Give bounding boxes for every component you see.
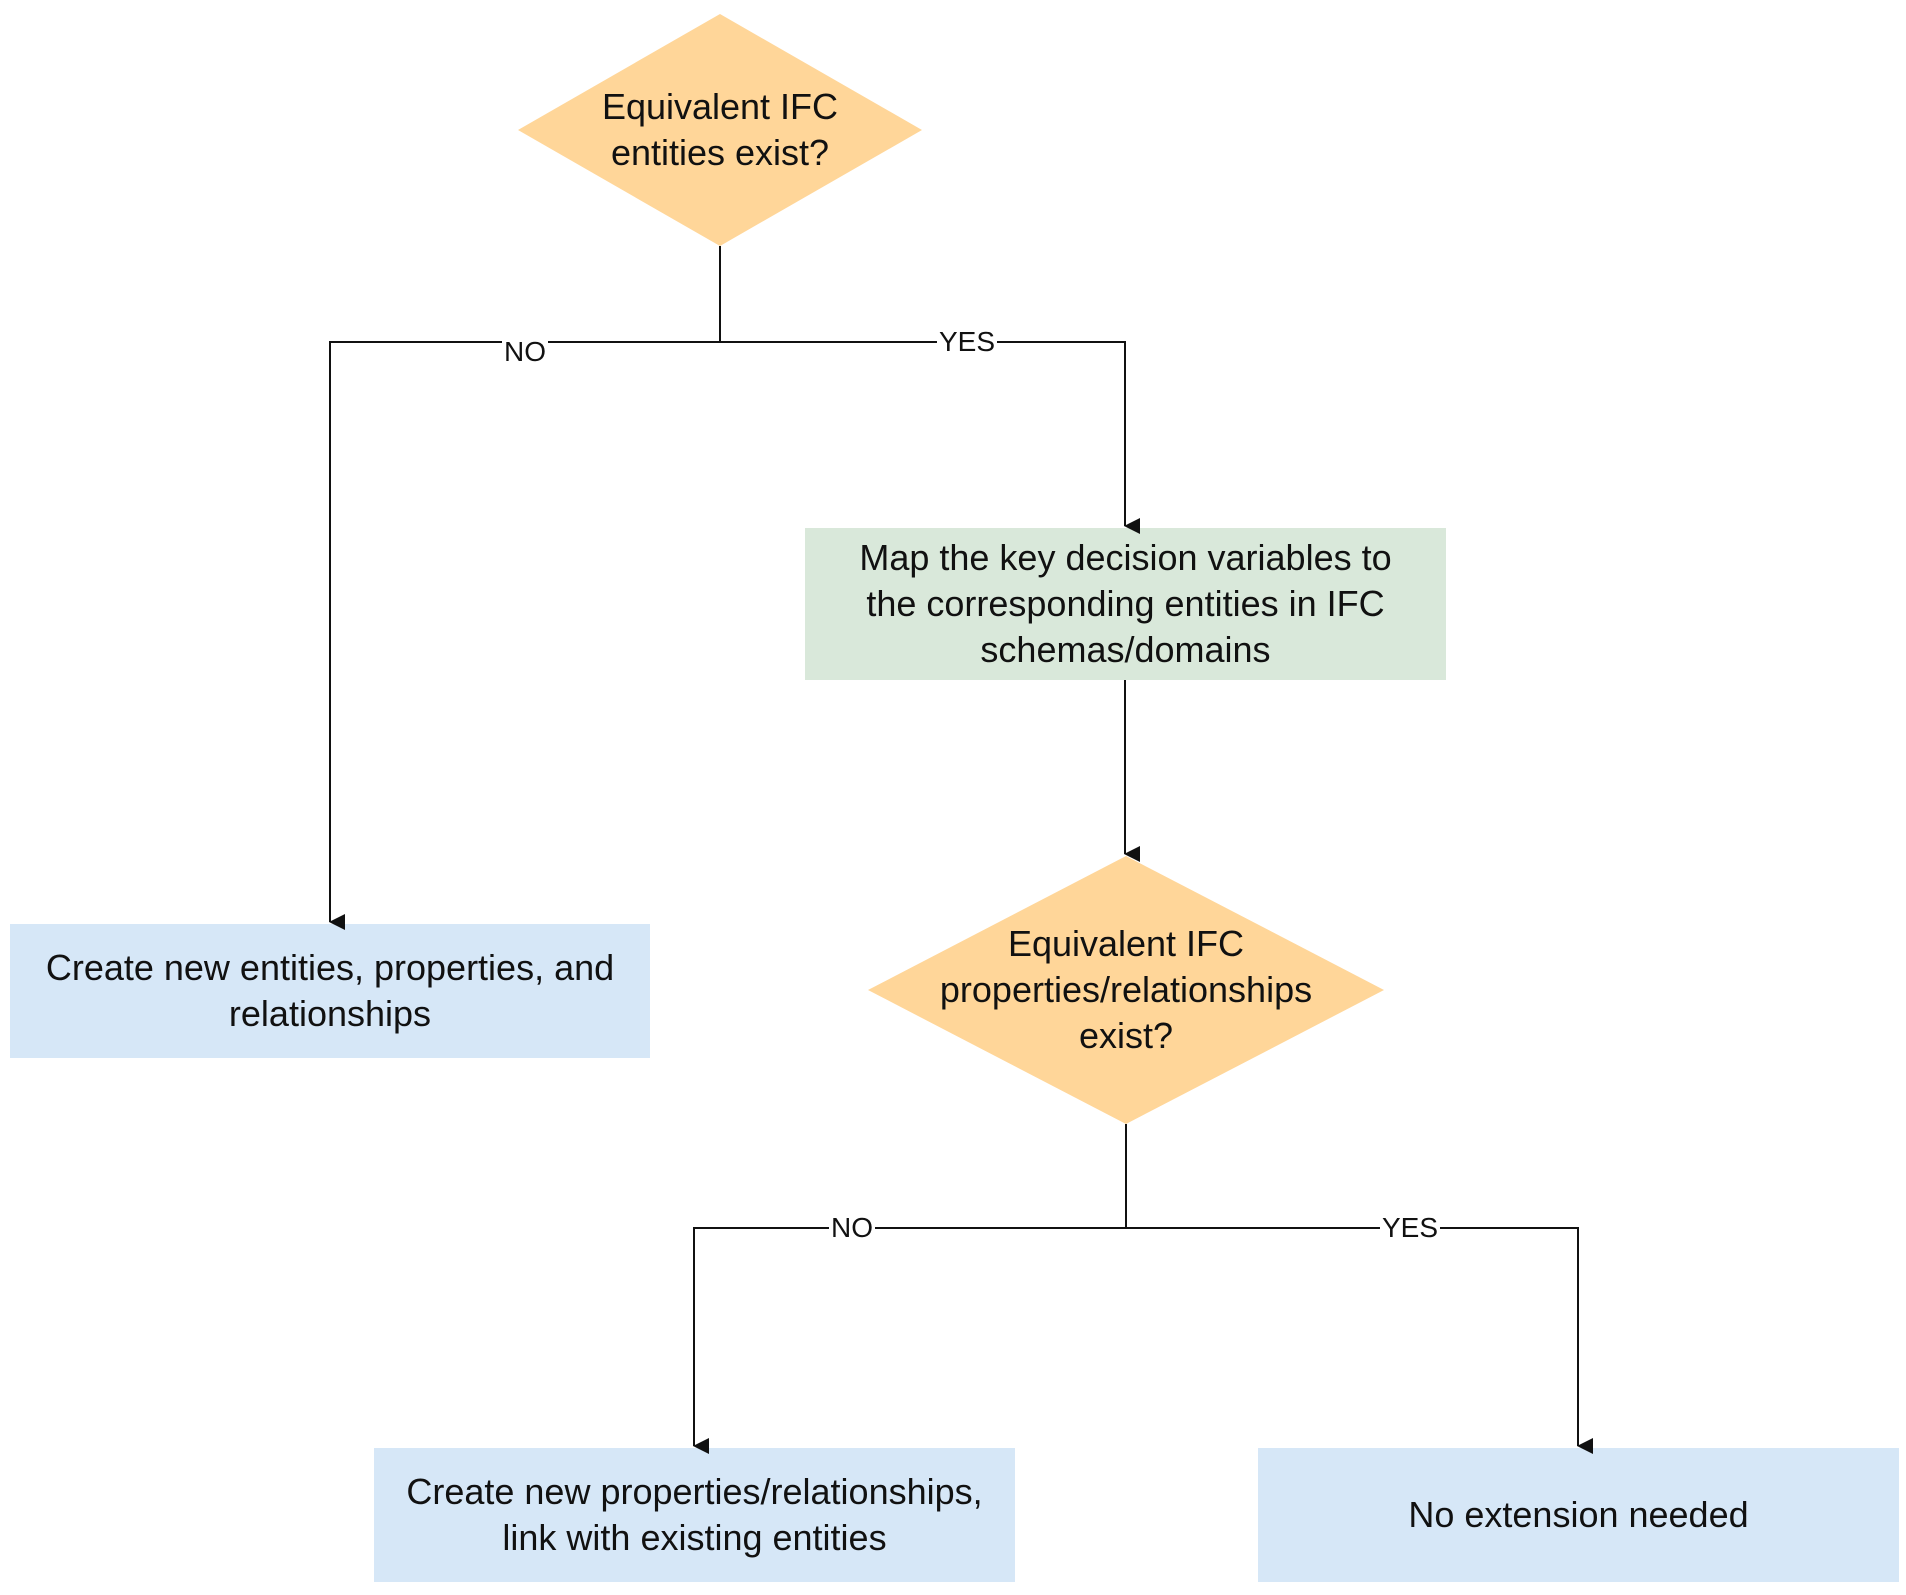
edge-label-properties-yes: YES — [1379, 1212, 1441, 1244]
connector-properties-no — [693, 1227, 1126, 1454]
decision-entities-line-1: Equivalent IFC — [601, 86, 839, 127]
decision-entities-text: Equivalent IFC entities exist? — [560, 60, 880, 200]
connector-properties-yes — [1126, 1227, 1593, 1454]
edge-label-properties-no: NO — [829, 1212, 875, 1244]
decision-properties-line-2: properties/relationships — [939, 969, 1313, 1010]
edge-label-entities-yes: YES — [936, 326, 998, 358]
decision-properties-line-1: Equivalent IFC — [1007, 923, 1245, 964]
decision-properties-shape — [868, 856, 1384, 1124]
decision-properties-text: Equivalent IFC properties/relationships … — [906, 920, 1346, 1060]
no-extension-shape — [1258, 1448, 1899, 1582]
no-extension-text: No extension needed — [1258, 1448, 1899, 1582]
create-entities-shape — [10, 924, 650, 1058]
create-entities-text: Create new entities, properties, and rel… — [10, 924, 650, 1058]
connector-entities-yes — [720, 341, 1140, 534]
create-properties-line-2: link with existing entities — [502, 1517, 887, 1558]
map-variables-line-3: schemas/domains — [980, 629, 1271, 670]
create-properties-shape — [374, 1448, 1015, 1582]
decision-entities-shape — [518, 14, 922, 246]
create-properties-text: Create new properties/relationships, lin… — [374, 1448, 1015, 1582]
decision-entities-line-2: entities exist? — [610, 132, 830, 173]
decision-properties-line-3: exist? — [1078, 1015, 1174, 1056]
create-entities-line-2: relationships — [228, 993, 432, 1034]
connectors — [329, 246, 1593, 1454]
map-variables-line-1: Map the key decision variables to — [859, 537, 1392, 578]
edge-label-entities-no: NO — [502, 336, 548, 368]
map-variables-shape — [805, 528, 1446, 680]
connector-entities-no — [329, 341, 720, 930]
create-entities-line-1: Create new entities, properties, and — [45, 947, 615, 988]
create-properties-line-1: Create new properties/relationships, — [406, 1471, 983, 1512]
map-variables-line-2: the corresponding entities in IFC — [866, 583, 1385, 624]
no-extension-line-1: No extension needed — [1408, 1494, 1749, 1535]
map-variables-text: Map the key decision variables to the co… — [805, 528, 1446, 680]
